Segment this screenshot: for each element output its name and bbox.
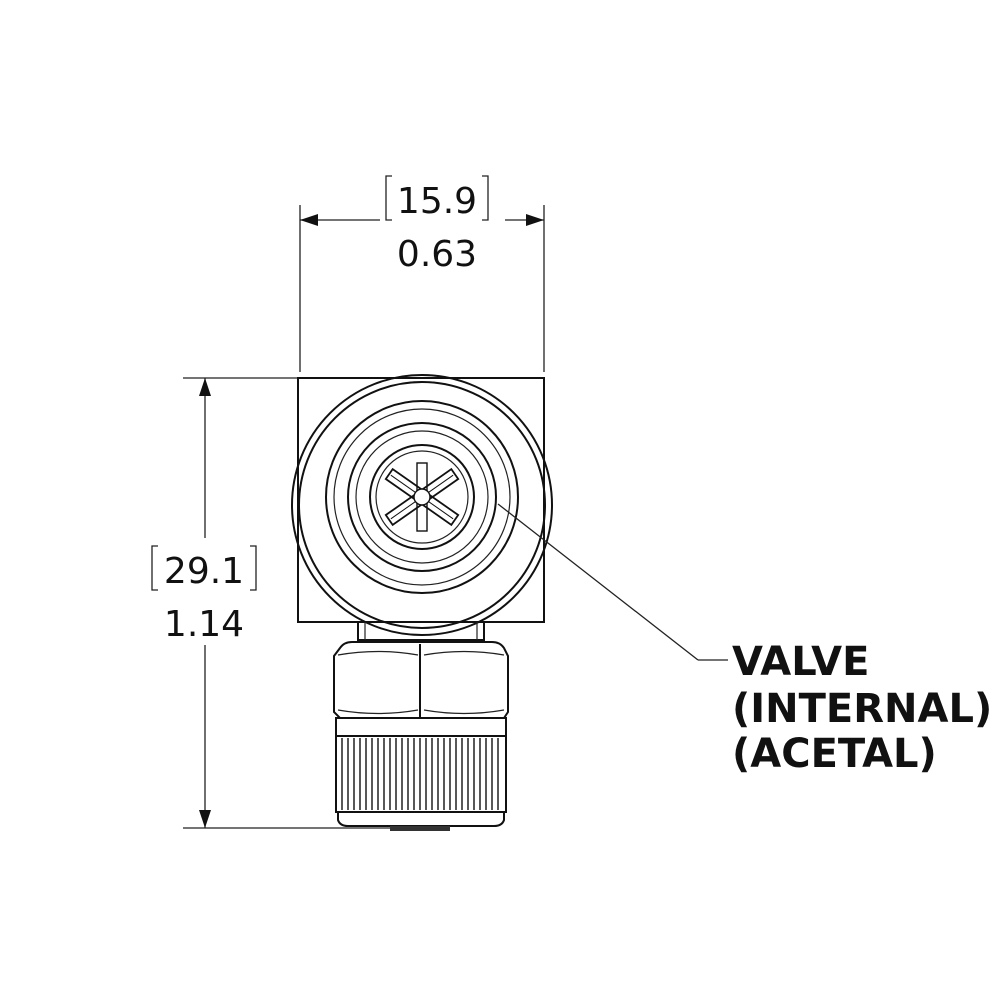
body-face-circle-inner [298, 381, 546, 629]
height-dimension: 29.1 1.14 [151, 377, 390, 829]
hex-nut-outline [333, 641, 509, 719]
height-arrow-bottom [199, 810, 211, 828]
cap-bottom [337, 812, 505, 827]
width-arrow-right [526, 214, 544, 226]
port-outer-ring [325, 400, 519, 594]
height-bracket-left [151, 545, 158, 591]
width-dimension: 15.9 0.63 [299, 175, 545, 372]
knurl-outline [335, 717, 507, 813]
fitting-neck [357, 622, 485, 641]
callout-line-2: (INTERNAL) [732, 686, 992, 732]
port-ring-4 [355, 430, 489, 564]
body-face-circle [291, 374, 553, 636]
width-bracket-left [385, 175, 392, 221]
width-mm-value: 15.9 [397, 181, 477, 222]
callout-line-1: VALVE [732, 639, 869, 685]
callout-leader-line [497, 503, 699, 661]
height-mm-value: 29.1 [164, 551, 244, 592]
knurled-cap [335, 717, 507, 831]
fitting-body [291, 374, 553, 636]
neck-outline [357, 622, 485, 641]
callout-line-3: (ACETAL) [732, 731, 937, 777]
valve-cross [384, 462, 460, 532]
valve-inner-circle [375, 450, 469, 544]
hex-nut [333, 641, 509, 719]
height-inch-value: 1.14 [164, 604, 244, 645]
height-arrow-top [199, 378, 211, 396]
width-inch-value: 0.63 [397, 234, 477, 275]
port-ring-2 [333, 408, 511, 586]
valve-outer-circle [369, 444, 475, 550]
valve-callout: VALVE (INTERNAL) (ACETAL) [497, 503, 992, 777]
width-bracket-right [482, 175, 489, 221]
cap-tip [390, 826, 450, 831]
port-ring-3 [347, 422, 497, 572]
width-arrow-left [300, 214, 318, 226]
height-bracket-right [250, 545, 257, 591]
